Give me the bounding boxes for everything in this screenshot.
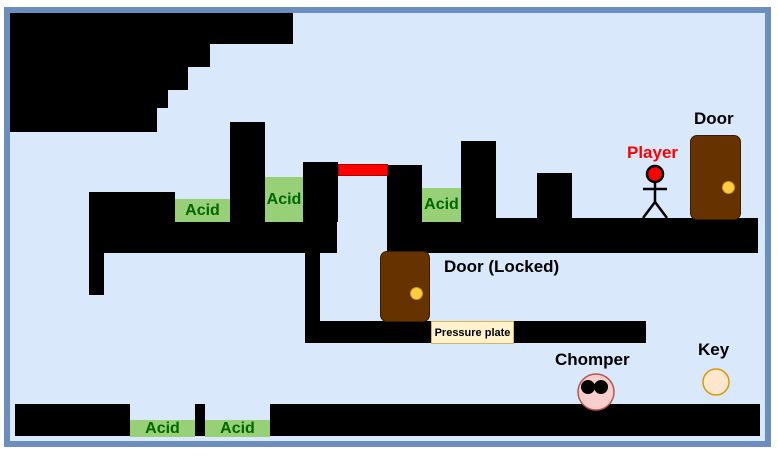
acid-pool-5: Acid [205, 420, 270, 437]
upper-left-floor [104, 222, 337, 253]
key-item[interactable] [701, 367, 731, 397]
ceiling-step-4 [10, 90, 168, 108]
red-laser-bar [338, 164, 388, 176]
bottom-floor-right [270, 404, 760, 436]
bottom-floor-left [15, 404, 130, 436]
chomper-left-eye [581, 380, 595, 394]
acid-pool-4: Acid [130, 420, 195, 437]
exit-door[interactable] [690, 135, 741, 220]
player-right-leg [654, 201, 668, 219]
pillar-5 [537, 173, 572, 222]
player-left-leg [642, 201, 656, 219]
left-hanging-wall [89, 222, 104, 295]
ceiling-step-1 [10, 13, 293, 44]
pressure-plate[interactable]: Pressure plate [431, 321, 514, 344]
upper-right-floor [387, 218, 758, 253]
player-stickman[interactable] [638, 163, 672, 221]
pillar-4 [461, 141, 496, 222]
acid-pool-3: Acid [422, 188, 461, 222]
key-label: Key [698, 340, 730, 359]
ceiling-step-3 [10, 67, 188, 90]
player-head [645, 164, 665, 184]
exit-door-label: Door [694, 109, 734, 128]
locked-door[interactable] [380, 251, 430, 322]
chomper-label: Chomper [555, 350, 630, 369]
shaft-wall [305, 253, 320, 325]
key-circle [702, 368, 730, 396]
player-label: Player [627, 143, 679, 162]
bottom-floor-divider [195, 404, 205, 436]
locked-door-knob [410, 287, 423, 300]
chomper-enemy[interactable] [575, 371, 617, 413]
pillar-1 [230, 122, 265, 222]
chomper-right-eye [594, 380, 608, 394]
pillar-3 [387, 165, 422, 222]
ceiling-step-2 [10, 44, 210, 67]
left-ledge [89, 192, 175, 222]
exit-door-knob [722, 181, 735, 194]
pillar-2 [303, 162, 338, 222]
acid-pool-1: Acid [175, 199, 230, 222]
locked-door-label: Door (Locked) [444, 257, 560, 276]
acid-pool-2: Acid [265, 177, 303, 222]
ceiling-step-5 [10, 108, 157, 132]
